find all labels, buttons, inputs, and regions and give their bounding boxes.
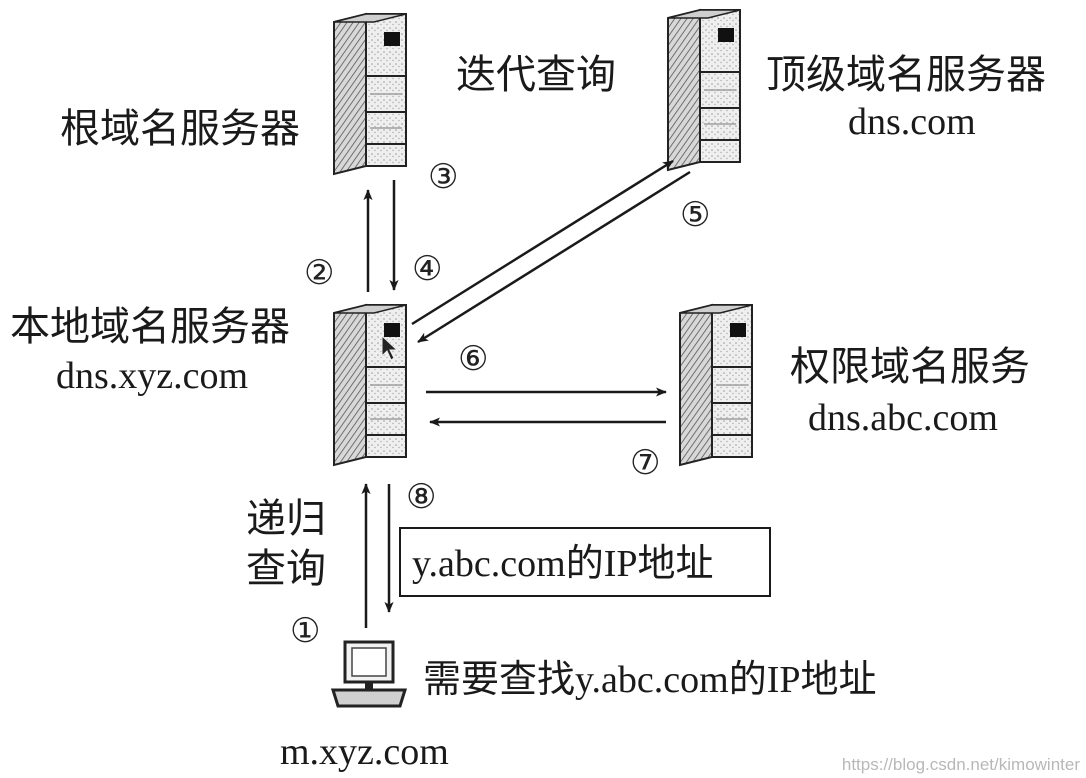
authoritative-server-domain: dns.abc.com (808, 397, 998, 439)
tld-server-icon (667, 9, 741, 171)
local-server-icon (333, 304, 407, 466)
arrow-step-5 (417, 170, 691, 344)
step-5-marker: ⑤ (680, 195, 710, 235)
authoritative-server-icon (679, 304, 753, 466)
local-server-domain: dns.xyz.com (56, 355, 248, 397)
step-1-marker: ① (290, 611, 320, 651)
recursive-query-label-line2: 查询 (246, 546, 326, 592)
tld-server-label: 顶级域名服务器 (766, 52, 1046, 98)
recursive-query-label-line1: 递归 (246, 496, 326, 542)
step-2-marker: ② (304, 253, 334, 293)
root-server-icon (333, 13, 407, 175)
watermark: https://blog.csdn.net/kimowinter (842, 755, 1080, 774)
host-domain: m.xyz.com (280, 731, 449, 773)
host-query-label: 需要查找y.abc.com的IP地址 (423, 659, 876, 701)
step-8-marker: ⑧ (406, 477, 436, 517)
result-box (399, 527, 771, 597)
local-server-label: 本地域名服务器 (10, 304, 290, 350)
authoritative-server-label: 权限域名服务 (790, 344, 1030, 390)
computer-icon (330, 640, 408, 708)
arrow-step-4 (411, 159, 674, 326)
iterative-query-label: 迭代查询 (456, 52, 616, 98)
cursor-icon (381, 334, 399, 361)
step-6-marker: ⑥ (458, 339, 488, 379)
tld-server-domain: dns.com (848, 101, 976, 143)
step-4-marker: ④ (412, 249, 442, 289)
step-3-marker: ③ (428, 157, 458, 197)
root-server-label: 根域名服务器 (60, 106, 300, 152)
step-7-marker: ⑦ (630, 443, 660, 483)
result-box-text: y.abc.com的IP地址 (412, 543, 713, 585)
